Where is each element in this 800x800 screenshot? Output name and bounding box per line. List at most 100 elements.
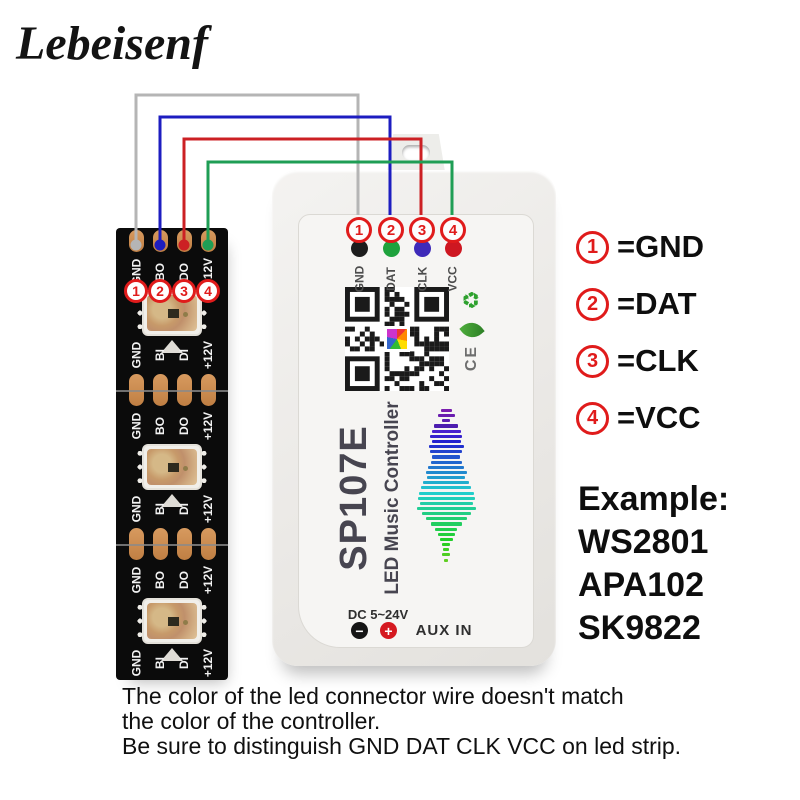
- legend-number-2: 2: [576, 287, 609, 321]
- qr-center-logo: [384, 326, 410, 352]
- spectrum-bar: [423, 481, 469, 485]
- pad-label: +12V: [201, 494, 216, 524]
- pin-label-clk: CLK: [415, 266, 430, 292]
- pad-label: GND: [129, 412, 144, 440]
- copper-pad: [200, 230, 216, 252]
- pad-label: BO: [153, 417, 167, 435]
- pad-label: +12V: [201, 648, 216, 678]
- rgb-led-package: [137, 290, 207, 336]
- product-name-text: LED Music Controller: [382, 401, 403, 595]
- led-chip-section: [116, 442, 228, 492]
- pad-label: +12V: [201, 411, 216, 441]
- pad-label: GND: [129, 495, 144, 523]
- spectrum-bar: [428, 465, 464, 469]
- legend-label: =GND: [617, 229, 704, 264]
- direction-arrow-icon: [161, 494, 183, 507]
- rgb-led-package: [137, 444, 207, 490]
- solder-pads-section: [116, 228, 228, 256]
- footer-line: The color of the led connector wire does…: [122, 683, 624, 709]
- strip-cut-line: [116, 390, 228, 392]
- pin-label-dat: DAT: [384, 267, 398, 291]
- pad-label: DI: [177, 657, 191, 669]
- power-rating-label: DC 5~24V: [347, 607, 409, 622]
- spectrum-bar: [431, 429, 461, 433]
- legend-label: =CLK: [617, 343, 699, 378]
- legend-label: =VCC: [617, 400, 701, 435]
- spectrum-bar: [430, 522, 462, 526]
- spectrum-bar: [419, 501, 473, 505]
- legend-row-clk: 3=CLK: [576, 343, 704, 378]
- pad-label: DO: [177, 571, 191, 589]
- pad-label: DI: [177, 503, 191, 515]
- pad-labels-section: GND BO DO +12V: [116, 410, 228, 442]
- led-chip-section: [116, 596, 228, 646]
- pin-label-gnd: GND: [352, 265, 367, 293]
- pad-label: BI: [153, 657, 167, 669]
- copper-pad: [176, 230, 192, 252]
- spectrum-bar: [417, 496, 475, 500]
- pin-number-2: 2: [378, 217, 404, 243]
- led-chip-section: [116, 288, 228, 338]
- strip-wire-number-3: 3: [172, 279, 196, 303]
- example-title: Example:: [578, 480, 730, 518]
- pad-label: GND: [129, 566, 144, 594]
- ce-mark: CE: [462, 344, 480, 372]
- spectrum-bar: [428, 445, 464, 449]
- led-bond-dot: [183, 466, 188, 471]
- strip-wire-number-1: 1: [124, 279, 148, 303]
- spectrum-bar: [427, 476, 465, 480]
- spectrum-bar: [442, 543, 450, 547]
- spectrum-bar: [444, 558, 448, 562]
- strip-wire-number-4: 4: [196, 279, 220, 303]
- spectrum-bar: [437, 414, 455, 418]
- pad-label: BI: [153, 349, 167, 361]
- qr-code: [345, 287, 449, 391]
- spectrum-bar: [430, 434, 462, 438]
- example-chip: APA102: [578, 566, 704, 604]
- pad-label: +12V: [201, 565, 216, 595]
- footer-note: The color of the led connector wire does…: [122, 684, 790, 759]
- legend-number-4: 4: [576, 401, 609, 435]
- led-chip-die: [168, 309, 179, 318]
- led-bond-dot: [183, 312, 188, 317]
- pad-labels-section: GND BI DI +12V: [116, 646, 228, 680]
- controller-body: ♻ CE SP107E LED Music Controller DC 5~24…: [272, 170, 556, 666]
- solder-pads-section: [116, 526, 228, 564]
- spectrum-bar: [425, 470, 467, 474]
- spectrum-bar: [421, 512, 471, 516]
- model-text: SP107E: [332, 425, 375, 571]
- direction-arrow-icon: [161, 340, 183, 353]
- spectrum-bar: [435, 527, 457, 531]
- plus-terminal-icon: +: [380, 622, 397, 639]
- strip-wire-number-2: 2: [148, 279, 172, 303]
- led-chip-die: [168, 463, 179, 472]
- pad-label: GND: [129, 649, 144, 677]
- controller-label-panel: ♻ CE SP107E LED Music Controller DC 5~24…: [298, 214, 534, 648]
- pin-number-4: 4: [440, 217, 466, 243]
- spectrum-bar: [443, 548, 449, 552]
- pad-label: GND: [129, 341, 144, 369]
- copper-pad: [128, 230, 144, 252]
- spectrum-bar: [416, 506, 476, 511]
- pad-label: DI: [177, 349, 191, 361]
- spectrum-bar: [432, 455, 460, 459]
- spectrum-bar: [437, 532, 455, 536]
- spectrum-bar: [440, 409, 452, 413]
- pad-label: DO: [177, 417, 191, 435]
- aux-in-label: AUX IN: [415, 622, 473, 639]
- strip-cut-line: [116, 544, 228, 546]
- led-chip-die: [168, 617, 179, 626]
- legend-row-dat: 2=DAT: [576, 286, 704, 321]
- spectrum-bar: [439, 537, 453, 541]
- direction-arrow-icon: [161, 648, 183, 661]
- legend-number-1: 1: [576, 230, 609, 264]
- copper-pad: [152, 230, 168, 252]
- mount-hole: [402, 145, 430, 160]
- minus-terminal-icon: −: [351, 622, 368, 639]
